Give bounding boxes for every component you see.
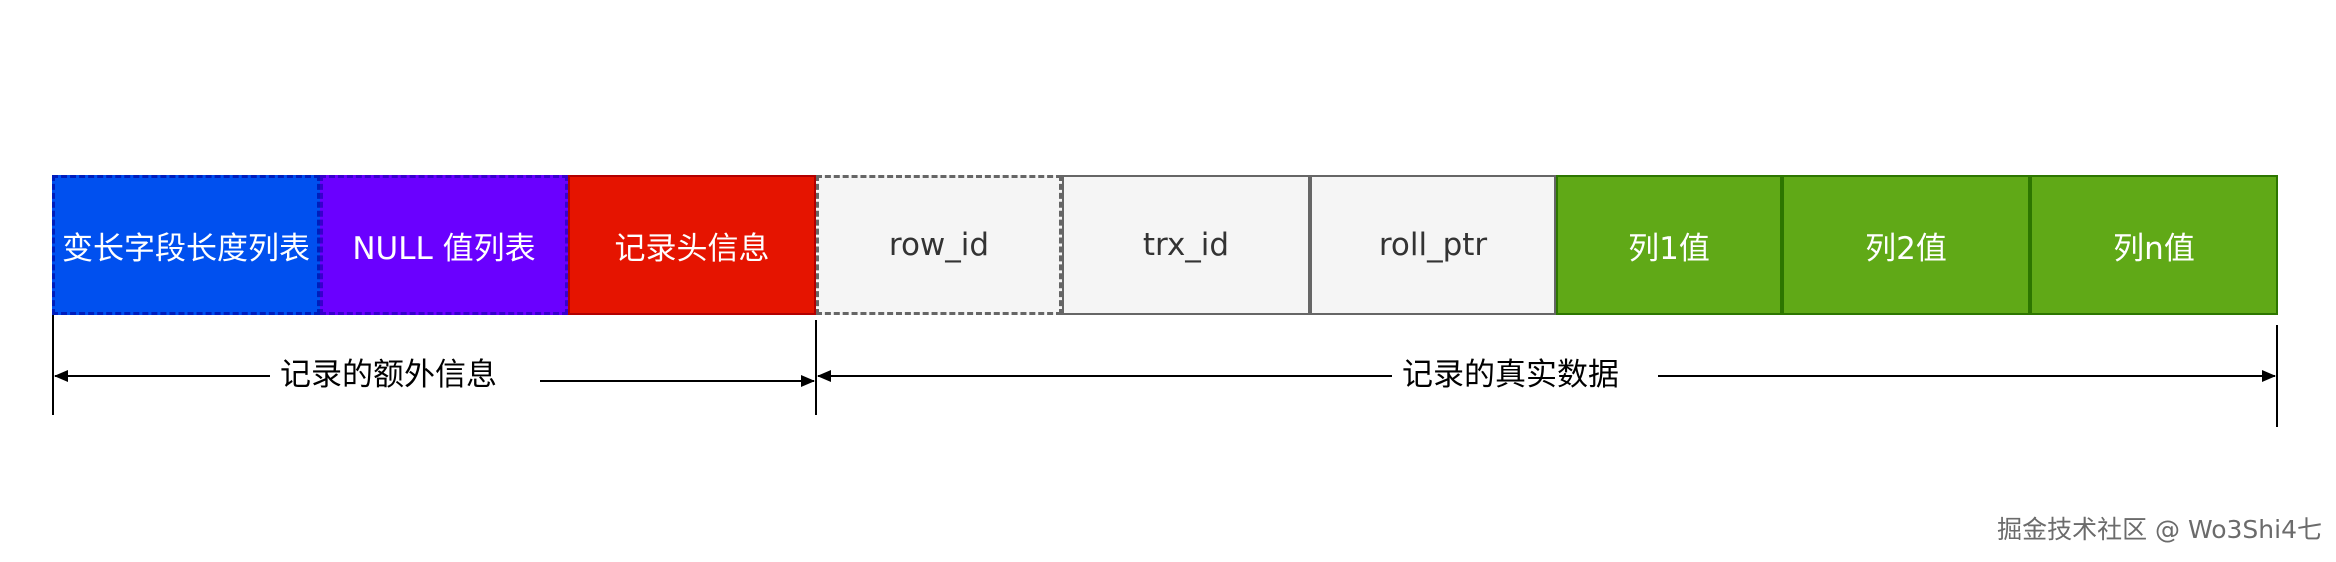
roll-ptr-cell: roll_ptr [1310,175,1556,315]
column-1-value-cell: 列1值 [1556,175,1782,315]
variable-length-field-list-cell: 变长字段长度列表 [52,175,320,315]
column-n-value-cell: 列n值 [2030,175,2278,315]
extra-info-label: 记录的额外信息 [270,352,507,398]
null-value-list-cell: NULL 值列表 [320,175,568,315]
watermark: 掘金技术社区 @ Wo3Shi4七 [1997,515,2322,544]
real-data-label: 记录的真实数据 [1392,352,1629,398]
row-id-cell: row_id [816,175,1062,315]
trx-id-cell: trx_id [1062,175,1310,315]
record-header-info-cell: 记录头信息 [568,175,816,315]
column-2-value-cell: 列2值 [1782,175,2030,315]
